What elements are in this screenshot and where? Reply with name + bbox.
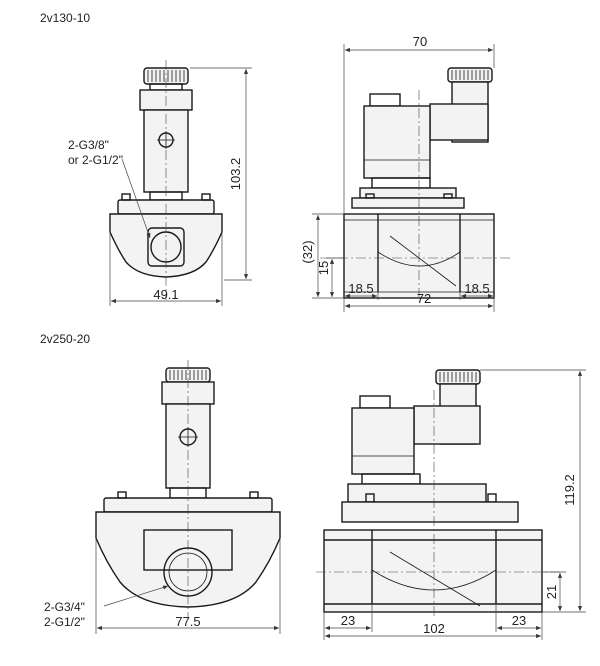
dim-port-right-2v250-20: 23 — [512, 613, 526, 628]
port-label-2v250-20-line1: 2-G3/4" — [44, 600, 85, 614]
dim-port-left-2v250-20: 23 — [341, 613, 355, 628]
dim-length-2v130-10: 70 — [413, 34, 427, 49]
dim-port-right-2v130-10: 18.5 — [464, 281, 489, 296]
length-dimension-2v130-10 — [343, 44, 495, 214]
dim-body-length-2v250-20: 102 — [423, 621, 445, 636]
dim-port-left-2v130-10: 18.5 — [348, 281, 373, 296]
model-title-2v130-10: 2v130-10 — [40, 11, 90, 25]
bottom-dimensions-2v130-10 — [343, 292, 495, 312]
pipe-center-dimension-2v250-20 — [542, 571, 566, 611]
width-dimension-2v250-20 — [95, 538, 281, 634]
vertical-dimensions-2v130-10 — [312, 213, 344, 299]
side-view-2v250-20 — [316, 369, 560, 616]
front-view-2v130-10 — [109, 60, 223, 300]
model-title-2v250-20: 2v250-20 — [40, 332, 90, 346]
bottom-dimensions-2v250-20 — [323, 604, 543, 640]
dim-width-2v250-20: 77.5 — [175, 614, 200, 629]
dim-height-2v250-20: 119.2 — [562, 474, 577, 506]
dim-height-2v130-10: 103.2 — [228, 158, 243, 191]
port-label-2v130-10-line2: or 2-G1/2" — [68, 153, 123, 167]
front-view-2v250-20 — [95, 360, 281, 620]
height-dimension-2v250-20 — [480, 369, 586, 613]
dim-pipe-center-2v130-10: 15 — [316, 261, 331, 275]
dim-body-length-2v130-10: 72 — [417, 291, 431, 306]
port-leader-2v130-10 — [121, 158, 151, 239]
port-label-2v130-10-line1: 2-G3/8" — [68, 138, 109, 152]
height-dimension-2v130-10 — [190, 67, 252, 281]
side-view-2v130-10 — [320, 67, 510, 300]
port-label-2v250-20-line2: 2-G1/2" — [44, 615, 85, 629]
dim-width-2v130-10: 49.1 — [153, 287, 178, 302]
dim-side-height-2v130-10: (32) — [300, 240, 315, 263]
width-dimension-2v130-10 — [109, 232, 223, 306]
dim-pipe-center-2v250-20: 21 — [544, 585, 559, 599]
port-leader-2v250-20 — [103, 585, 169, 607]
